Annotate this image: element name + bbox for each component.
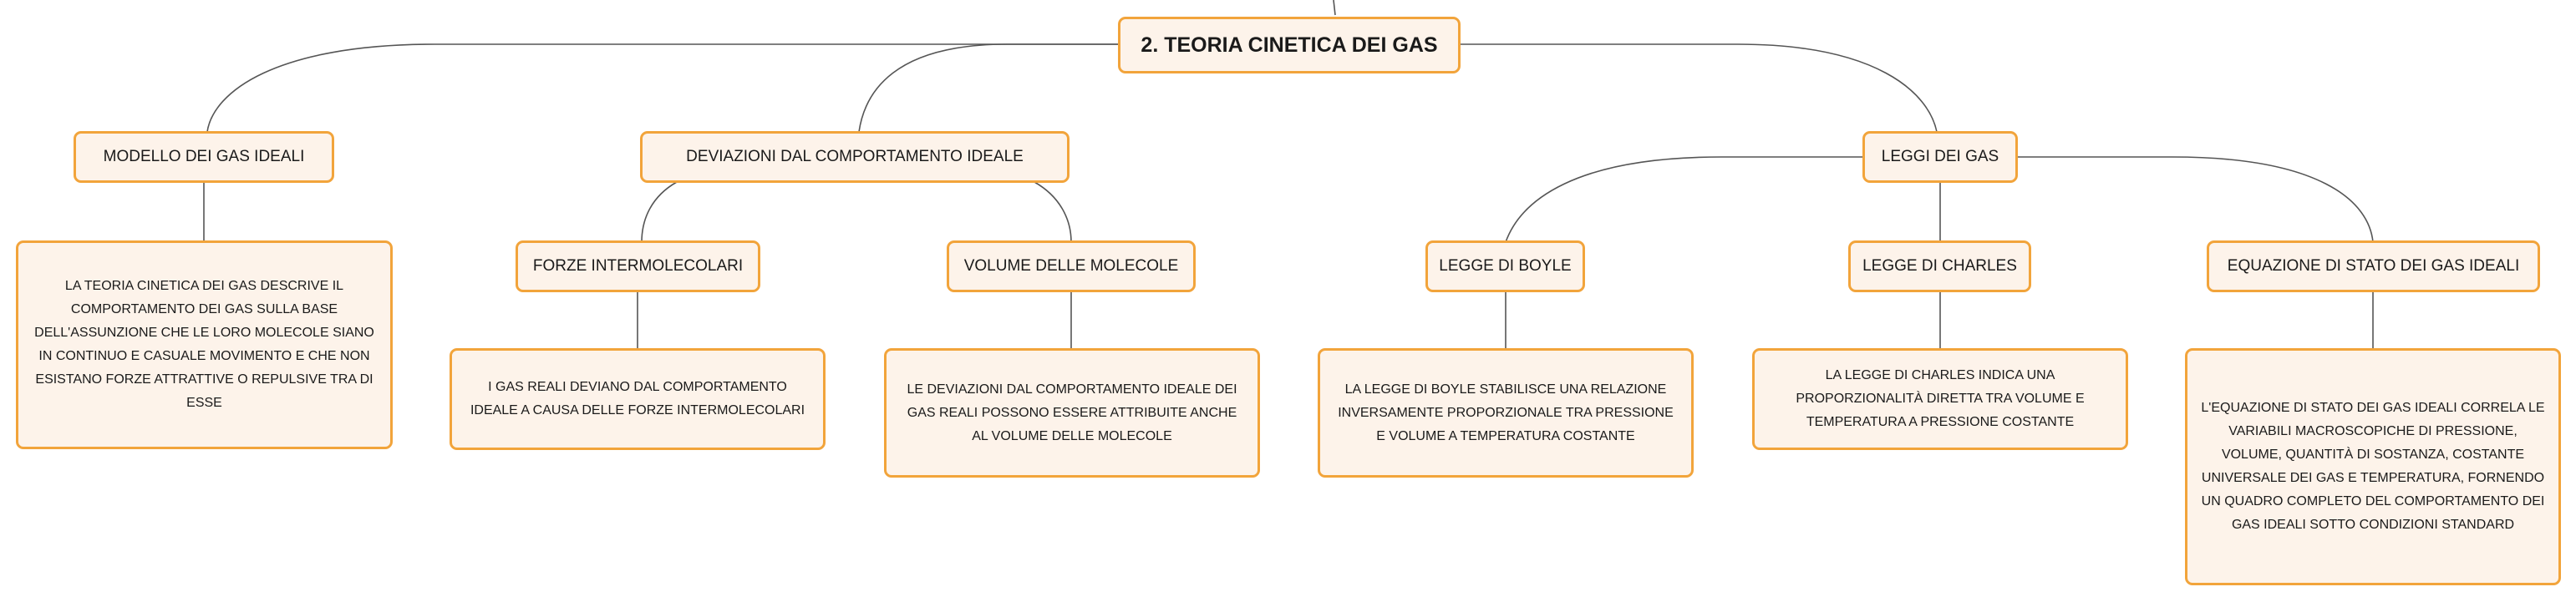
- node-label: FORZE INTERMOLECOLARI: [532, 257, 744, 275]
- connector-root-deviazioni: [858, 43, 1121, 133]
- connector-deviazioni-volume: [1034, 181, 1072, 243]
- desc-text: LA LEGGE DI BOYLE STABILISCE UNA RELAZIO…: [1338, 382, 1674, 443]
- desc-forze-intermolecolari[interactable]: I GAS REALI DEVIANO DAL COMPORTAMENTO ID…: [450, 348, 826, 450]
- node-deviazioni-comportamento-ideale[interactable]: DEVIAZIONI DAL COMPORTAMENTO IDEALE: [640, 131, 1070, 183]
- desc-text: I GAS REALI DEVIANO DAL COMPORTAMENTO ID…: [470, 380, 805, 417]
- node-label: LEGGE DI CHARLES: [1862, 257, 2017, 275]
- root-label: 2. TEORIA CINETICA DEI GAS: [1141, 33, 1438, 57]
- node-forze-intermolecolari[interactable]: FORZE INTERMOLECOLARI: [516, 240, 760, 292]
- connector-root-parent: [1333, 0, 1336, 16]
- desc-text: LA TEORIA CINETICA DEI GAS DESCRIVE IL C…: [34, 279, 374, 410]
- desc-text: L'EQUAZIONE DI STATO DEI GAS IDEALI CORR…: [2201, 401, 2545, 532]
- node-label: DEVIAZIONI DAL COMPORTAMENTO IDEALE: [686, 148, 1024, 165]
- node-leggi-dei-gas[interactable]: LEGGI DEI GAS: [1862, 131, 2018, 183]
- connector-root-leggi: [1459, 43, 1938, 133]
- connector-leggi-equazione: [2015, 156, 2374, 243]
- node-modello-gas-ideali[interactable]: MODELLO DEI GAS IDEALI: [74, 131, 334, 183]
- desc-modello-gas-ideali[interactable]: LA TEORIA CINETICA DEI GAS DESCRIVE IL C…: [16, 240, 393, 449]
- node-equazione-di-stato[interactable]: EQUAZIONE DI STATO DEI GAS IDEALI: [2207, 240, 2540, 292]
- desc-text: LE DEVIAZIONI DAL COMPORTAMENTO IDEALE D…: [907, 382, 1237, 443]
- desc-text: LA LEGGE DI CHARLES INDICA UNA PROPORZIO…: [1796, 368, 2085, 429]
- desc-legge-di-boyle[interactable]: LA LEGGE DI BOYLE STABILISCE UNA RELAZIO…: [1318, 348, 1694, 478]
- node-legge-di-boyle[interactable]: LEGGE DI BOYLE: [1425, 240, 1585, 292]
- connector-root-modello: [206, 43, 1121, 133]
- desc-legge-di-charles[interactable]: LA LEGGE DI CHARLES INDICA UNA PROPORZIO…: [1752, 348, 2128, 450]
- node-label: MODELLO DEI GAS IDEALI: [103, 148, 305, 165]
- node-volume-delle-molecole[interactable]: VOLUME DELLE MOLECOLE: [947, 240, 1196, 292]
- root-node[interactable]: 2. TEORIA CINETICA DEI GAS: [1118, 17, 1461, 73]
- desc-volume-delle-molecole[interactable]: LE DEVIAZIONI DAL COMPORTAMENTO IDEALE D…: [884, 348, 1260, 478]
- node-label: LEGGI DEI GAS: [1881, 148, 1999, 165]
- connector-deviazioni-forze: [641, 181, 678, 243]
- connector-leggi-boyle: [1505, 156, 1866, 243]
- node-label: LEGGE DI BOYLE: [1439, 257, 1572, 275]
- desc-equazione-di-stato[interactable]: L'EQUAZIONE DI STATO DEI GAS IDEALI CORR…: [2185, 348, 2561, 585]
- node-label: EQUAZIONE DI STATO DEI GAS IDEALI: [2227, 257, 2520, 275]
- node-label: VOLUME DELLE MOLECOLE: [963, 257, 1179, 275]
- node-legge-di-charles[interactable]: LEGGE DI CHARLES: [1848, 240, 2031, 292]
